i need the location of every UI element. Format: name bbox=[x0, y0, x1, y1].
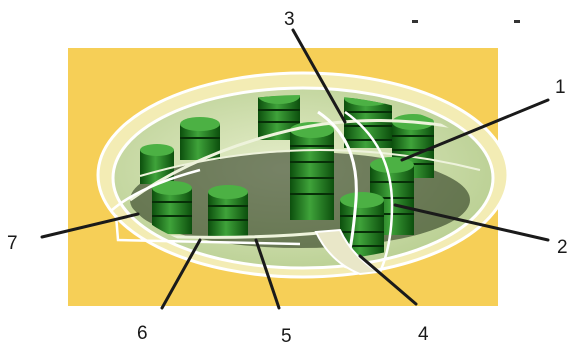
label-4: 4 bbox=[418, 325, 429, 344]
speck-mark bbox=[514, 20, 520, 23]
label-5: 5 bbox=[281, 327, 292, 346]
speck-mark bbox=[412, 20, 418, 23]
granum-stack bbox=[140, 144, 174, 184]
label-7: 7 bbox=[7, 234, 18, 253]
label-2: 2 bbox=[557, 238, 568, 257]
granum-stack bbox=[208, 185, 248, 238]
label-1: 1 bbox=[555, 78, 566, 97]
granum-stack bbox=[290, 122, 334, 220]
granum-stack bbox=[152, 181, 192, 234]
label-6: 6 bbox=[137, 324, 148, 343]
label-3: 3 bbox=[284, 10, 295, 29]
